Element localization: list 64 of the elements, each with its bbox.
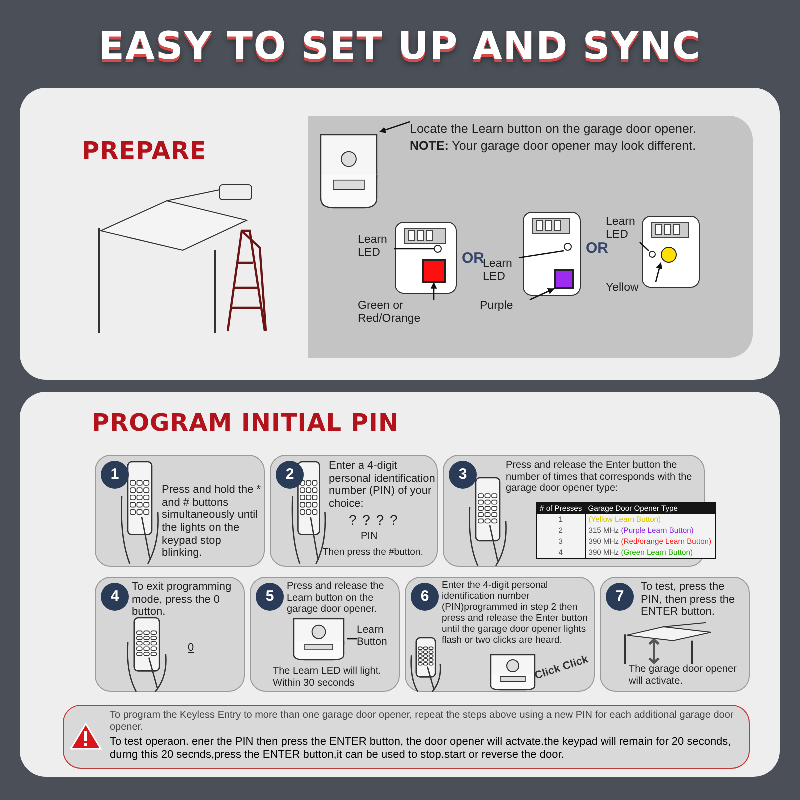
step-card — [270, 455, 438, 567]
learn-button — [661, 247, 677, 263]
section-heading: PREPARE — [82, 138, 208, 166]
instruction-text: Enter a 4-digit personal identification number (PIN) of your choice: — [329, 460, 436, 511]
section-panel — [20, 392, 780, 777]
garage-door-opener-drawing — [318, 132, 380, 210]
pointer-arrow — [655, 262, 663, 282]
learn-led — [649, 251, 656, 258]
step-number-badge: 3 — [449, 461, 477, 489]
warning-text: To test operaon. ener the PIN then press the ENTER button, the door opener will actvate.the keypad will remain for 20 seconds, durng this 20 secnds,press the ENTER button,it can be used to stop.start or reverse the door. — [110, 736, 732, 762]
learn-button — [422, 259, 446, 283]
instruction-text: Locate the Learn button on the garage door opener. — [410, 122, 698, 136]
callout-label: Learn LED — [358, 234, 394, 260]
instruction-text: Enter the 4-digit personal identification number (PIN)programmed in step 2 then press and release the Enter button until the garage door opener lights flash or two clicks are heard. — [442, 581, 589, 647]
step-card — [95, 577, 245, 692]
step-card — [405, 577, 595, 692]
warning-text: To program the Keyless Entry to more than one garage door opener, repeat the steps above using a new PIN for each additional garage door opener. — [110, 710, 735, 733]
wall-control-panel — [642, 216, 700, 288]
wall-control-panel — [523, 212, 581, 296]
learn-button — [554, 269, 574, 289]
info-panel — [308, 116, 753, 358]
instruction-text: Press and release the Learn button on the garage door opener. — [287, 581, 386, 616]
pointer-arrow — [430, 282, 438, 300]
callout-label: Learn LED — [606, 216, 640, 242]
wall-control-panel — [395, 222, 457, 294]
instruction-text: To test, press the PIN, then press the ENTER button. — [641, 581, 736, 619]
instruction-text: To exit programming mode, press the 0 button. — [132, 581, 233, 619]
instruction-text: Press and release the Enter button the number of times that corresponds with the garage door opener type: — [506, 460, 694, 494]
step-card — [250, 577, 400, 692]
section-heading: PROGRAM INITIAL PIN — [92, 410, 400, 438]
callout-label: Green or Red/Orange — [358, 300, 438, 326]
separator-word: OR — [462, 250, 484, 267]
sound-label: Click Click — [533, 654, 590, 683]
result-text: The Learn LED will light. Within 30 seconds — [273, 666, 382, 689]
learn-led — [564, 243, 572, 251]
step-number-badge: 1 — [101, 461, 129, 489]
page-title: EASY TO SET UP AND SYNC — [98, 24, 702, 68]
leader-line — [394, 248, 434, 250]
callout-label: Learn LED — [483, 258, 519, 284]
leader-line — [347, 638, 357, 640]
step-number-badge: 4 — [101, 583, 129, 611]
callout-label: Purple — [480, 300, 530, 314]
learn-led — [434, 245, 442, 253]
note-text: NOTE: Your garage door opener may look different. — [410, 139, 698, 154]
instruction-text: Press and hold the * and # buttons simultaneously until the lights on the keypad stop blinking. — [162, 484, 262, 560]
pointer-arrow — [379, 121, 410, 134]
warning-box — [63, 705, 750, 769]
step-card — [95, 455, 265, 567]
step-number-badge: 7 — [606, 583, 634, 611]
pin-input-field: ? ? ? ? — [349, 512, 409, 528]
garage-door-opener-drawing — [291, 616, 347, 662]
instruction-text: Then press the #button. — [323, 548, 424, 559]
separator-word: OR — [586, 240, 608, 258]
digit-label: 0 — [188, 642, 196, 655]
pin-caption: PIN — [361, 531, 379, 542]
step-number-badge: 6 — [411, 583, 439, 611]
step-number-badge: 2 — [276, 461, 304, 489]
callout-label: Yellow — [606, 282, 656, 296]
section-panel — [20, 88, 780, 380]
step-number-badge: 5 — [256, 583, 284, 611]
result-text: The garage door opener will activate. — [629, 664, 738, 687]
callout-label: Learn Button — [357, 624, 397, 648]
leader-line — [640, 242, 650, 252]
step-card — [600, 577, 750, 692]
